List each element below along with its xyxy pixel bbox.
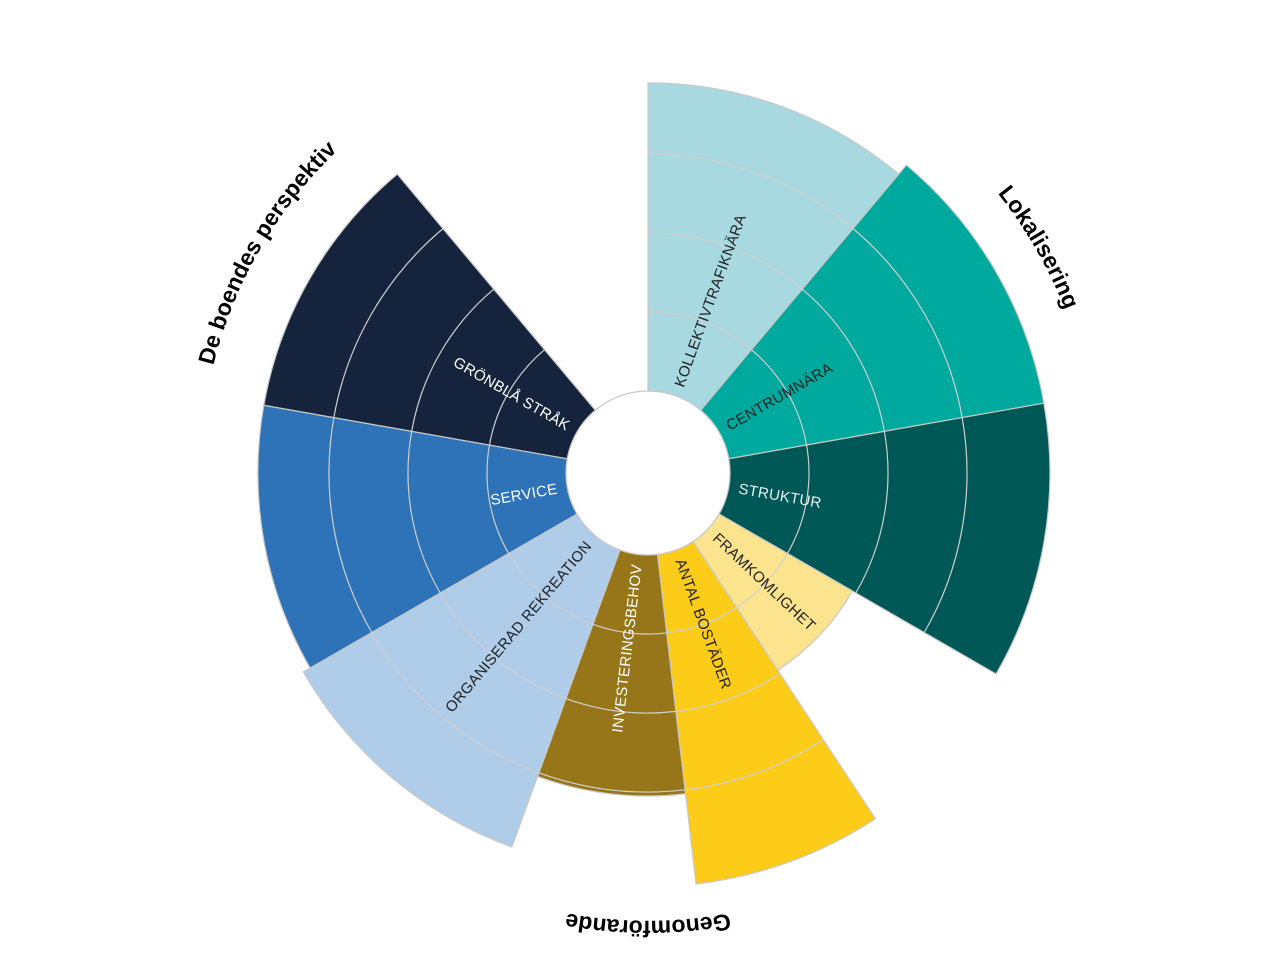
ring-line <box>647 232 803 290</box>
ring-line <box>736 553 788 609</box>
ring-line <box>371 632 540 774</box>
center-hole-layer <box>565 390 731 556</box>
ring-line <box>592 623 667 635</box>
ring-line <box>647 153 854 230</box>
ring-line <box>538 772 686 793</box>
ring-line <box>855 431 889 594</box>
ring-line <box>923 417 968 633</box>
ring-line <box>684 739 824 791</box>
ring-line <box>647 311 752 351</box>
ring-line <box>333 228 444 418</box>
ring-line <box>486 444 510 554</box>
ring-line <box>666 607 737 634</box>
ring-line <box>786 444 810 554</box>
group-label: Genomförande <box>563 908 733 941</box>
ring-line <box>407 431 441 594</box>
ring-line <box>488 349 545 446</box>
ring-line <box>439 592 567 700</box>
ring-line <box>411 288 495 432</box>
ring-line <box>751 349 808 446</box>
ring-line <box>508 553 594 625</box>
ring-line <box>801 288 885 432</box>
ring-line <box>565 697 676 714</box>
ring-line <box>328 417 373 633</box>
rings-layer <box>328 153 968 793</box>
center-hole <box>565 390 731 556</box>
ring-line <box>675 673 781 712</box>
ring-line <box>852 228 963 418</box>
